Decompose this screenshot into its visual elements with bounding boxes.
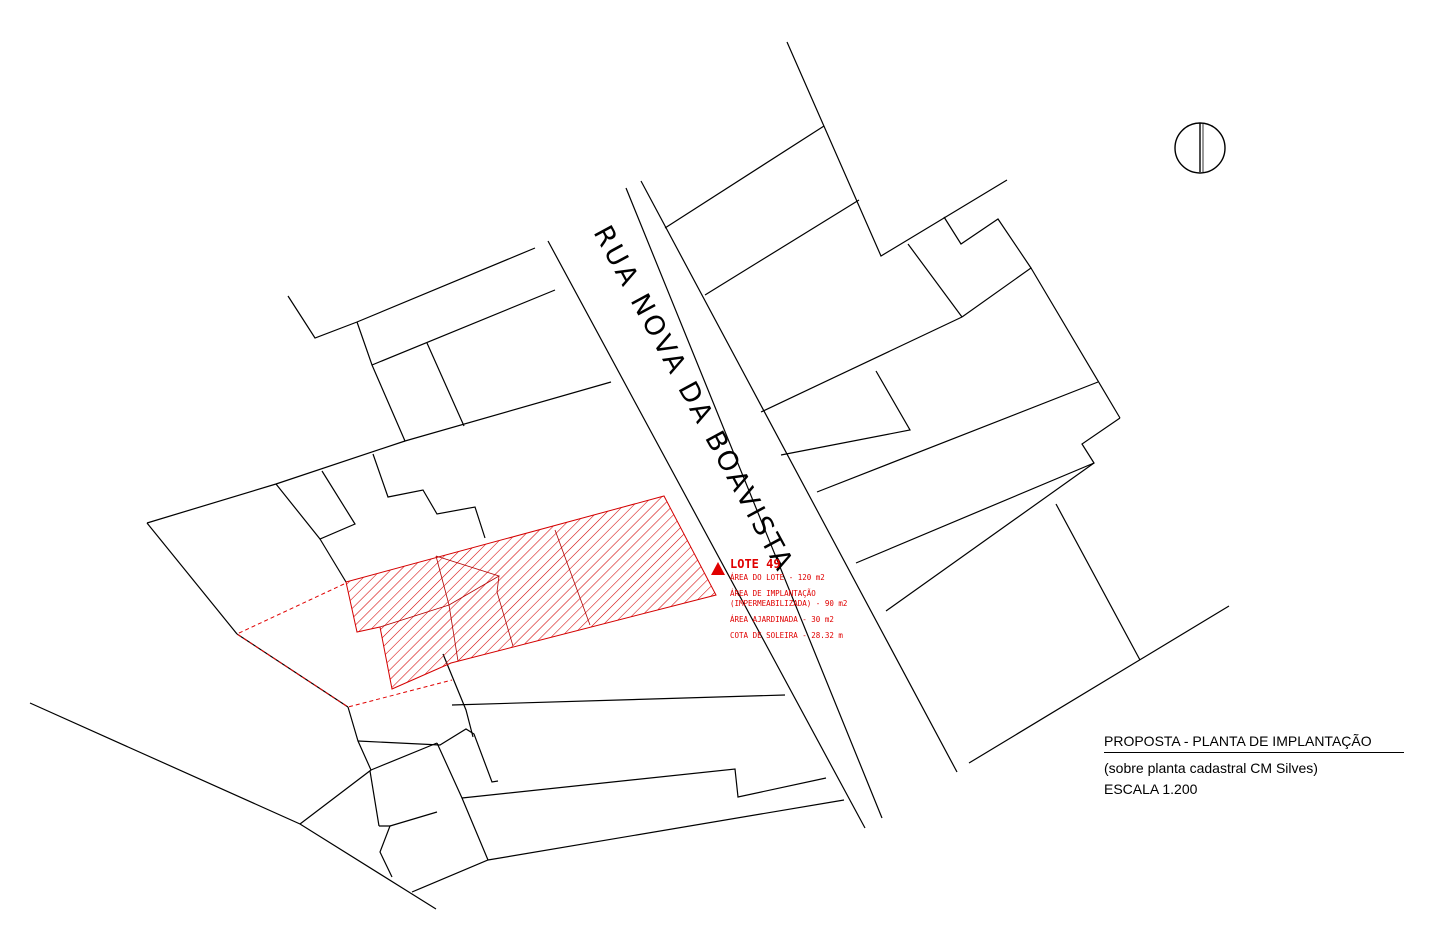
red-triangle-icon bbox=[711, 562, 725, 575]
drawing-title: PROPOSTA - PLANTA DE IMPLANTAÇÃO bbox=[1104, 733, 1404, 753]
east-parcels bbox=[664, 41, 1230, 764]
lote-implantation-area: ÁREA DE IMPLANTAÇÃO bbox=[730, 589, 816, 598]
north-arrow-icon bbox=[1174, 122, 1226, 174]
lote-floor-level: COTA DE SOLEIRA - 28.32 m bbox=[730, 631, 843, 640]
drawing-subtitle: (sobre planta cadastral CM Silves) bbox=[1104, 760, 1318, 776]
street-edges bbox=[547, 180, 958, 829]
lote-impermeable-area: (IMPERMEABILIZADA) - 90 m2 bbox=[730, 599, 847, 608]
lot-legend: LOTE 49 ÁREA DO LOTE - 120 m2 ÁREA DE IM… bbox=[711, 557, 847, 640]
lote-area: ÁREA DO LOTE - 120 m2 bbox=[730, 573, 825, 582]
drawing-scale: ESCALA 1.200 bbox=[1104, 781, 1198, 797]
lot-49-footprint bbox=[345, 495, 717, 690]
lote-garden-area: ÁREA AJARDINADA - 30 m2 bbox=[730, 615, 834, 624]
title-block: PROPOSTA - PLANTA DE IMPLANTAÇÃO (sobre … bbox=[1104, 733, 1404, 798]
lot-boundary bbox=[235, 583, 453, 708]
lote-title: LOTE 49 bbox=[730, 557, 781, 571]
